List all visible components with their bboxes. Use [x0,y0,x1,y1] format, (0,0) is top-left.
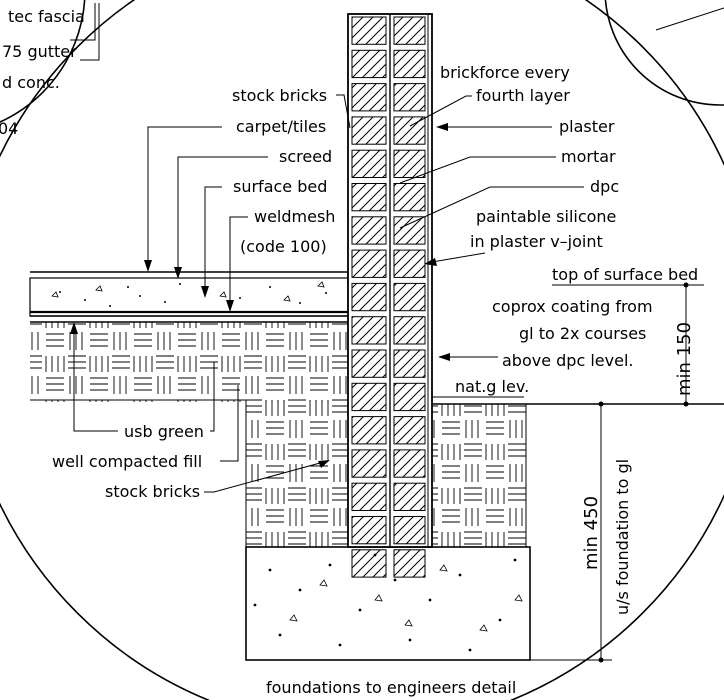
label-screed: screed [279,147,332,166]
label-brickforce-2: fourth layer [476,86,570,105]
label-carpet-tiles: carpet/tiles [236,117,326,136]
brick [393,549,426,578]
brick [393,216,426,245]
brick [393,516,426,545]
label-foundation-note: u/s foundation to gl [613,459,632,615]
label-stock-bricks-top: stock bricks [232,86,327,105]
label-usb-green: usb green [124,422,204,441]
brick [351,116,387,145]
label-silicone-1: paintable silicone [476,207,616,226]
brick [393,149,426,178]
brick [351,49,387,79]
label-top-surface-bed: top of surface bed [552,265,698,284]
fill-soil-upper [30,322,348,402]
brick [393,349,426,378]
brick [351,149,387,178]
label-silicone-2: in plaster v–joint [470,232,603,251]
brick [351,482,387,512]
brick [393,316,426,345]
label-well-compacted: well compacted fill [52,452,202,471]
label-weldmesh: weldmesh [254,207,335,226]
brick [393,282,426,312]
brick [393,249,426,278]
top-right-leader [655,7,724,31]
label-plaster: plaster [559,117,615,136]
fill-soil-right [432,404,526,547]
brick [351,183,387,212]
brick [351,216,387,245]
note-conc: d conc. [2,73,60,92]
label-surface-bed: surface bed [233,177,327,196]
label-mortar: mortar [561,147,616,166]
label-coprox-1: coprox coating from [492,297,653,316]
brick [351,349,387,378]
brick [351,382,387,412]
fill-soil-lower [246,400,348,547]
label-code-100: (code 100) [240,237,327,256]
top-left-notes: tec fascia 75 gutter d conc. 04 [0,7,85,138]
brick [393,482,426,512]
label-stock-bricks-bottom: stock bricks [105,482,200,501]
brick [393,49,426,79]
brick [351,316,387,345]
surface-bed [29,277,349,317]
dim-min-150: min 150 [674,322,695,396]
foundation [245,546,531,661]
brick [393,16,426,45]
brick [351,16,387,45]
brick [393,416,426,445]
label-coprox-2: gl to 2x courses [519,324,646,343]
brick [351,282,387,312]
note-number: 04 [0,119,18,138]
brick [351,83,387,112]
brick [393,449,426,478]
brick [393,116,426,145]
top-right-detail-circle [604,0,724,106]
brick [351,516,387,545]
brick [351,549,387,578]
dim-min-450: min 450 [581,496,602,570]
label-dpc: dpc [590,177,619,196]
note-fascia: tec fascia [8,7,85,26]
brick-courses [351,16,426,578]
brick [393,83,426,112]
note-gutter: 75 gutter [2,42,77,61]
label-foundations: foundations to engineers detail [266,678,516,697]
brick [351,416,387,445]
brick [393,382,426,412]
foundation-speckles [253,553,523,652]
brick [393,183,426,212]
label-brickforce-1: brickforce every [440,63,570,82]
label-natg-lev: nat.g lev. [455,377,529,396]
brick [351,449,387,478]
label-coprox-3: above dpc level. [502,351,633,370]
surface-bed-speckles [51,281,327,307]
brick [351,249,387,278]
